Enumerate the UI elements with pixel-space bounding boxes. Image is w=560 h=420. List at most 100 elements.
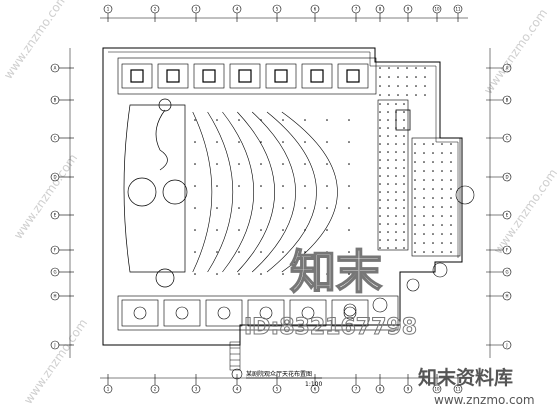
light-dot	[395, 231, 397, 233]
room-cell	[121, 63, 153, 89]
light-dot	[403, 199, 405, 201]
light-dot	[379, 239, 381, 241]
light-dot	[450, 170, 452, 172]
light-dot	[441, 170, 443, 172]
light-dot	[397, 67, 399, 69]
light-dot	[395, 167, 397, 169]
light-dot	[379, 167, 381, 169]
light-dot	[395, 215, 397, 217]
grid-label: 11	[455, 387, 461, 392]
light-dot	[194, 273, 196, 275]
light-dot	[387, 119, 389, 121]
light-dot	[194, 163, 196, 165]
light-dot	[415, 85, 417, 87]
light-dot	[379, 215, 381, 217]
light-dot	[424, 67, 426, 69]
light-dot	[423, 197, 425, 199]
room-cell	[265, 63, 297, 89]
room-cell	[157, 63, 189, 89]
light-dot	[432, 242, 434, 244]
light-dot	[216, 273, 218, 275]
room-cell	[193, 63, 225, 89]
light-dot	[379, 231, 381, 233]
light-dot	[238, 141, 240, 143]
light-dot	[414, 152, 416, 154]
light-dot	[379, 175, 381, 177]
grid-label: 9	[407, 7, 410, 12]
light-dot	[432, 188, 434, 190]
light-dot	[379, 159, 381, 161]
grid-label: F	[506, 248, 509, 253]
light-dot	[379, 94, 381, 96]
light-dot	[379, 151, 381, 153]
light-dot	[403, 175, 405, 177]
ceiling-fixture	[217, 306, 231, 320]
light-dot	[424, 76, 426, 78]
ceiling-fixture	[202, 69, 216, 83]
ceiling-fixture	[301, 306, 315, 320]
light-dot	[441, 197, 443, 199]
light-dot	[406, 94, 408, 96]
light-dot	[403, 119, 405, 121]
grid-label: 3	[195, 387, 198, 392]
light-dot	[441, 161, 443, 163]
light-dot	[282, 207, 284, 209]
light-dot	[441, 224, 443, 226]
light-dot	[441, 215, 443, 217]
light-dot	[379, 143, 381, 145]
light-dot	[441, 242, 443, 244]
light-dot	[395, 103, 397, 105]
light-dot	[403, 231, 405, 233]
light-dot	[326, 185, 328, 187]
seat-row-arc	[281, 111, 338, 273]
grid-label: B	[506, 98, 509, 103]
light-dot	[304, 119, 306, 121]
light-dot	[379, 111, 381, 113]
light-dot	[260, 273, 262, 275]
light-dot	[432, 179, 434, 181]
light-dot	[432, 215, 434, 217]
building-outline	[102, 47, 463, 346]
light-dot	[387, 135, 389, 137]
light-dot	[406, 85, 408, 87]
light-dot	[403, 223, 405, 225]
watermark-logo: 知末	[290, 245, 382, 299]
light-dot	[450, 215, 452, 217]
light-dot	[397, 76, 399, 78]
light-dot	[403, 159, 405, 161]
light-dot	[414, 233, 416, 235]
light-dot	[441, 152, 443, 154]
light-dot	[387, 111, 389, 113]
grid-label: 2	[154, 387, 157, 392]
light-dot	[395, 207, 397, 209]
seat-row-arc	[251, 111, 296, 273]
light-dot	[326, 119, 328, 121]
light-dot	[216, 141, 218, 143]
light-dot	[395, 143, 397, 145]
stage-area	[123, 98, 188, 288]
light-dot	[304, 185, 306, 187]
light-dot	[406, 76, 408, 78]
light-dot	[326, 251, 328, 253]
light-dot	[450, 188, 452, 190]
grid-label: 3	[195, 7, 198, 12]
light-dot	[395, 223, 397, 225]
light-dot	[216, 207, 218, 209]
light-dot	[260, 185, 262, 187]
light-dot	[441, 143, 443, 145]
grid-label: 5	[276, 387, 279, 392]
light-dot	[423, 233, 425, 235]
light-dot	[282, 163, 284, 165]
light-dot	[379, 76, 381, 78]
light-dot	[395, 183, 397, 185]
light-dot	[395, 175, 397, 177]
light-dot	[432, 224, 434, 226]
grid-label: D	[505, 175, 508, 180]
light-dot	[387, 127, 389, 129]
grid-label: G	[53, 270, 56, 275]
light-dot	[450, 242, 452, 244]
light-dot	[450, 179, 452, 181]
ceiling-fixture	[130, 69, 144, 83]
grid-label: 2	[154, 7, 157, 12]
